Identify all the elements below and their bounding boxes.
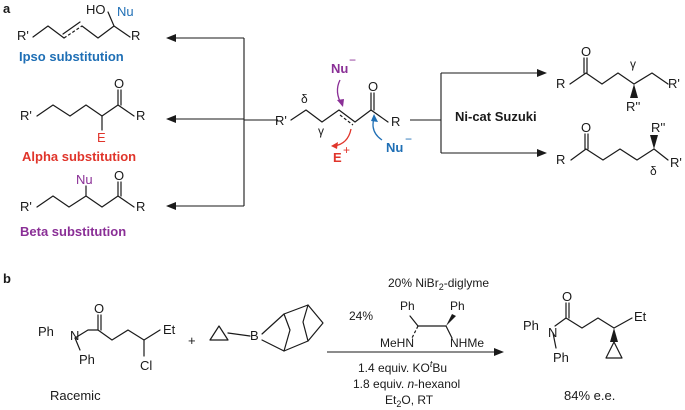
boron-atom: B — [250, 328, 259, 343]
amide-ph-bottom: Ph — [79, 352, 95, 367]
catalyst-line: 20% NiBr2-diglyme — [388, 276, 489, 292]
gamma-r: R — [556, 76, 565, 91]
ni-cat-suzuki-label: Ni-cat Suzuki — [455, 109, 537, 124]
delta-o: O — [581, 120, 591, 135]
gamma-r-prime: R' — [668, 76, 680, 91]
e-plus-charge: + — [343, 143, 350, 157]
racemic-caption: Racemic — [50, 388, 101, 403]
alpha-o: O — [114, 76, 124, 91]
ligand-mehn: MeHN — [380, 336, 414, 350]
nu-purple-charge: − — [349, 53, 356, 67]
nu-purple: Nu — [331, 61, 348, 76]
substrate-r: R — [391, 114, 400, 129]
beta-o: O — [114, 168, 124, 183]
alpha-r-prime: R' — [20, 108, 32, 123]
plus-sign: + — [188, 333, 196, 348]
product-structure: Ph N Ph O Et — [523, 289, 647, 365]
racemic-amide-structure: Ph N Ph O Et Cl — [38, 301, 176, 373]
beta-product-structure: R' Nu O R — [20, 168, 145, 214]
substrate-o: O — [368, 79, 378, 94]
delta-symbol: δ — [650, 164, 657, 178]
amide-cl: Cl — [140, 358, 152, 373]
product-n: N — [548, 325, 557, 340]
delta-r-dprime: R'' — [651, 120, 665, 135]
cyclopropyl-9bbn-structure: B — [209, 304, 324, 352]
substrate-delta: δ — [301, 92, 308, 106]
additive-line: 1.8 equiv. n-hexanol — [353, 377, 460, 391]
amide-ph-top: Ph — [38, 324, 54, 339]
gamma-symbol: γ — [630, 57, 636, 71]
ligand-ph-right: Ph — [450, 299, 465, 313]
panel-a-label: a — [3, 1, 11, 16]
alpha-r: R — [136, 108, 145, 123]
ligand-structure: Ph Ph MeHN NHMe — [380, 299, 484, 350]
ipso-nu: Nu — [117, 4, 134, 19]
right-branch-arrows — [410, 69, 547, 157]
product-et: Et — [634, 309, 647, 324]
left-branch-arrows — [166, 34, 278, 210]
amide-o: O — [94, 301, 104, 316]
beta-r: R — [136, 199, 145, 214]
substrate-gamma: γ — [318, 124, 324, 138]
gamma-product-structure: R O γ R'' R' — [556, 44, 680, 114]
delta-product-structure: R O R'' δ R' — [556, 120, 682, 178]
ipso-r-prime: R' — [17, 28, 29, 43]
delta-r-prime: R' — [670, 155, 682, 170]
alpha-product-structure: R' O E R — [20, 76, 145, 145]
nu-blue: Nu — [386, 140, 403, 155]
beta-nu: Nu — [76, 172, 93, 187]
ligand-ph-left: Ph — [400, 299, 415, 313]
ipso-ho: HO — [86, 2, 106, 17]
gamma-r-dprime: R'' — [626, 99, 640, 114]
beta-r-prime: R' — [20, 199, 32, 214]
ipso-title: Ipso substitution — [19, 49, 124, 64]
product-ph-top: Ph — [523, 318, 539, 333]
amide-et: Et — [163, 322, 176, 337]
solvent-line: Et2O, RT — [385, 393, 434, 409]
nu-blue-charge: − — [405, 132, 412, 146]
product-ph-bottom: Ph — [553, 350, 569, 365]
product-ee: 84% e.e. — [564, 388, 615, 403]
gamma-o: O — [581, 44, 591, 59]
base-line: 1.4 equiv. KOtBu — [358, 359, 447, 375]
alpha-e: E — [97, 130, 106, 145]
e-plus: E — [333, 150, 342, 165]
ipso-product-structure: R' HO Nu R — [17, 2, 140, 43]
beta-title: Beta substitution — [20, 224, 126, 239]
delta-r: R — [556, 152, 565, 167]
product-o: O — [562, 289, 572, 304]
ligand-loading: 24% — [349, 309, 373, 323]
amide-n: N — [70, 328, 79, 343]
substrate-r-prime: R' — [275, 113, 287, 128]
alpha-title: Alpha substitution — [22, 149, 136, 164]
central-substrate: R' δ γ O R Nu − E + Nu − — [275, 53, 412, 165]
ipso-r: R — [131, 28, 140, 43]
ligand-nhme: NHMe — [450, 336, 484, 350]
panel-b-label: b — [3, 271, 11, 286]
